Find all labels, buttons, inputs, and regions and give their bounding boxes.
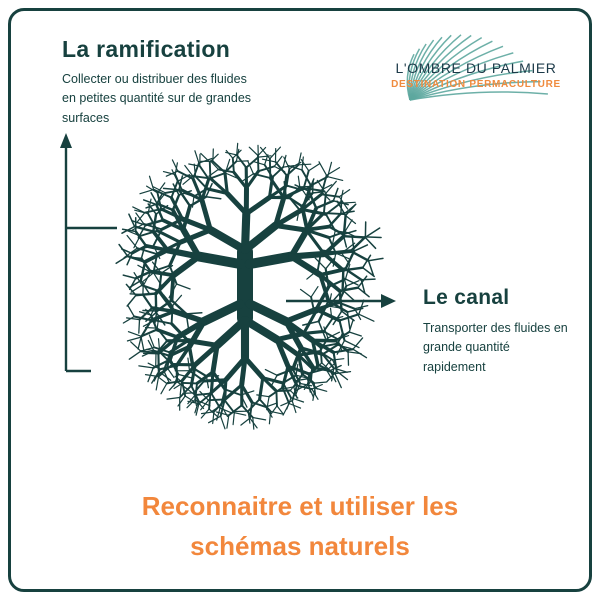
brand-logo: L'OMBRE DU PALMIER DESTINATION PERMACULT… xyxy=(376,60,576,90)
canal-title: Le canal xyxy=(423,286,510,309)
page-caption: Reconnaitre et utiliser les schémas natu… xyxy=(0,486,600,567)
canal-block: Le canal Transporter des fluides en gran… xyxy=(423,286,575,377)
brand-name: L'OMBRE DU PALMIER xyxy=(395,60,557,76)
caption-line-2: schémas naturels xyxy=(190,531,410,562)
ramification-description: Collecter ou distribuer des fluides en p… xyxy=(62,72,252,125)
caption-line-1: Reconnaitre et utiliser les xyxy=(141,491,459,521)
ramification-title: La ramification xyxy=(62,36,231,62)
brand-tagline: DESTINATION PERMACULTURE xyxy=(391,79,561,90)
canal-description: Transporter des fluides en grande quanti… xyxy=(423,321,568,374)
